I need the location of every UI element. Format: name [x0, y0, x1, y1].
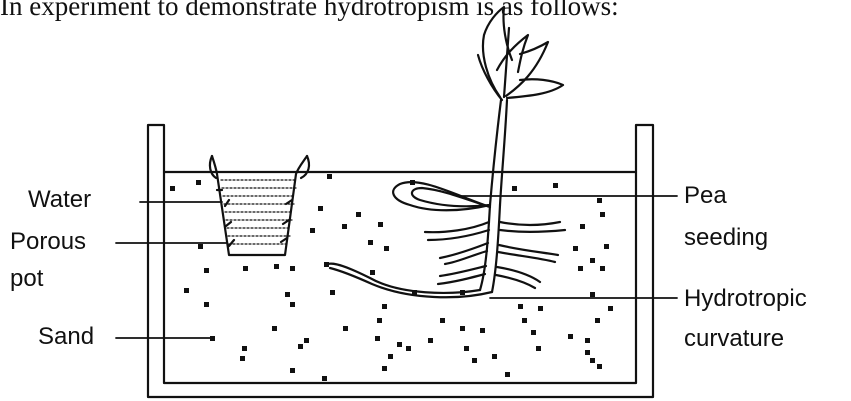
label-pea-seeding-line2: seeding: [684, 224, 768, 252]
label-water: Water: [28, 186, 91, 214]
trough-container: [148, 125, 653, 397]
label-hydrotropic-curvature-line1: Hydrotropic: [684, 285, 807, 313]
label-porous-pot-line1: Porous: [10, 228, 86, 256]
label-hydrotropic-curvature-line2: curvature: [684, 325, 784, 353]
sand-particles: [170, 174, 613, 381]
porous-pot: [210, 156, 309, 255]
label-pea-seeding-line1: Pea: [684, 182, 727, 210]
pea-seedling-roots: [328, 182, 565, 297]
pea-seedling-shoot: [478, 7, 563, 205]
leader-lines: [116, 196, 677, 338]
water-in-pot: [220, 172, 298, 244]
label-sand: Sand: [38, 323, 94, 351]
label-porous-pot-line2: pot: [10, 265, 43, 293]
